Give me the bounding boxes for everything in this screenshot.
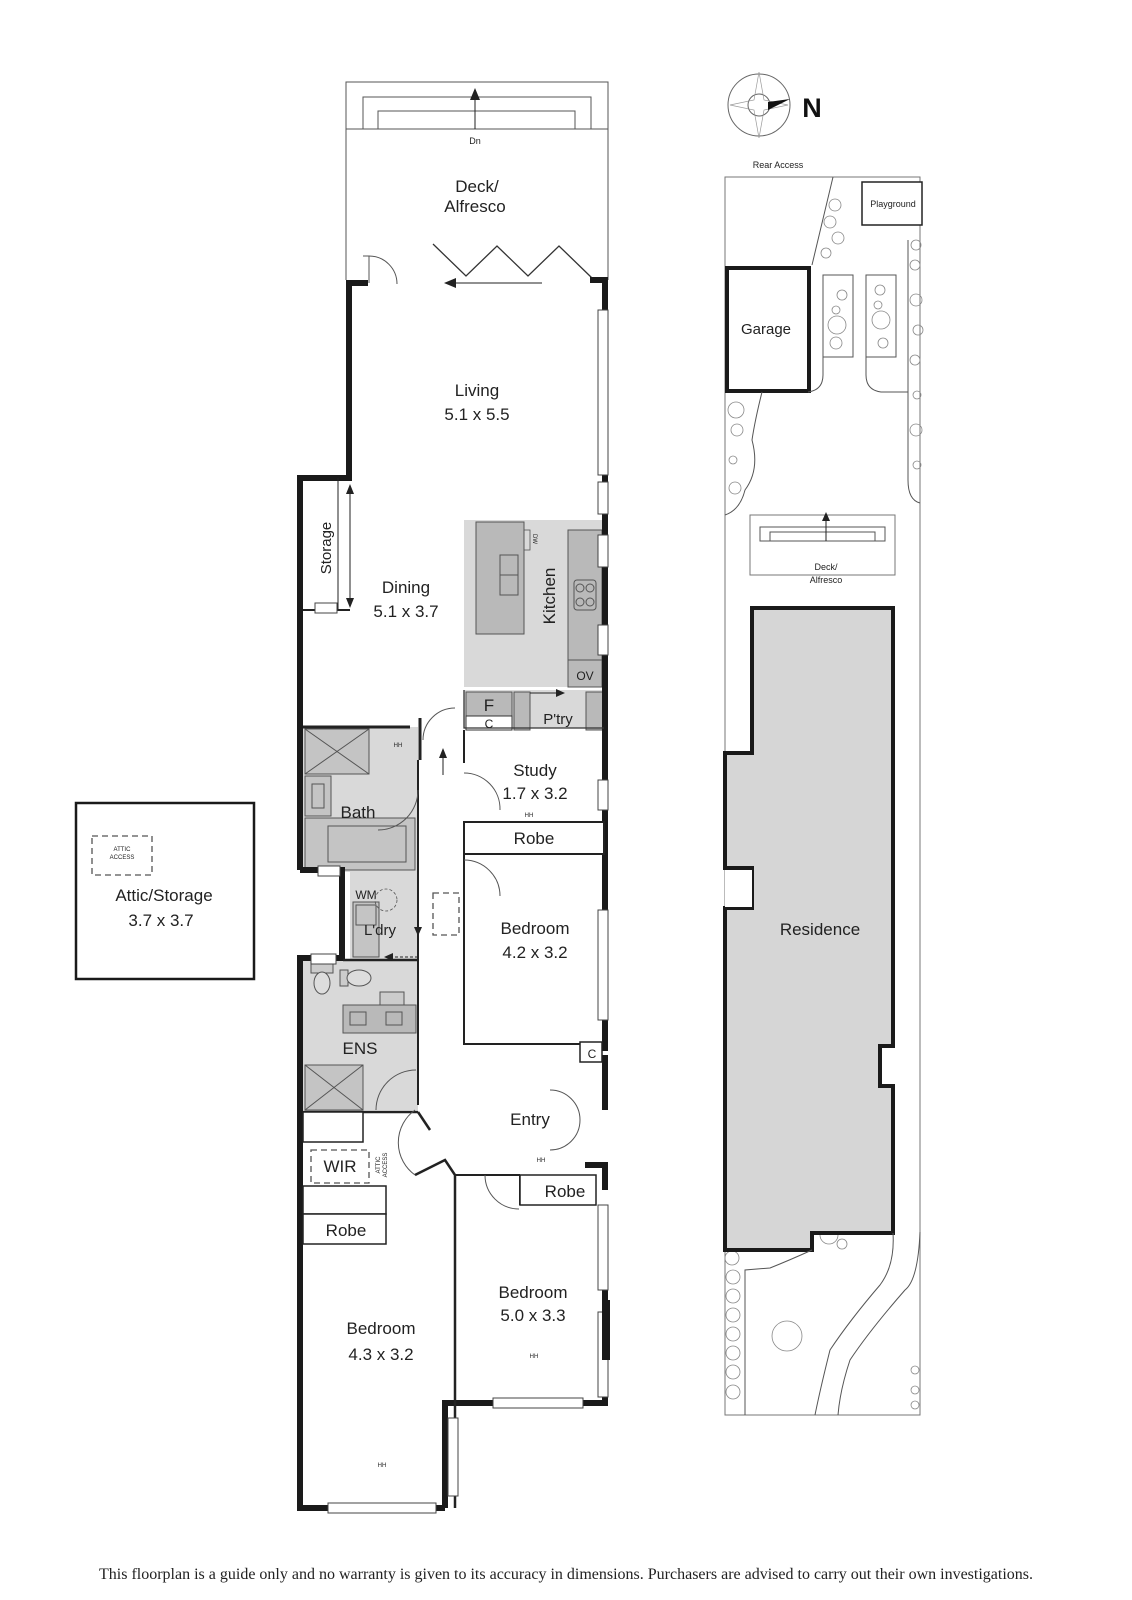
attic-storage: ATTIC ACCESS Attic/Storage 3.7 x 3.7 bbox=[74, 801, 256, 981]
bathtub bbox=[304, 817, 416, 871]
disclaimer-text: This floorplan is a guide only and no wa… bbox=[99, 1566, 1033, 1583]
attic-access-label-2: ACCESS bbox=[383, 1153, 389, 1178]
site-deck-label-1: Deck/ bbox=[814, 562, 838, 572]
heater-label: HH bbox=[394, 743, 403, 749]
washing-machine bbox=[355, 904, 377, 926]
robe-bed3 bbox=[302, 1213, 387, 1245]
room-wir-name: WIR bbox=[323, 1157, 356, 1176]
playground bbox=[861, 181, 923, 226]
attic-access-label-2: ACCESS bbox=[110, 855, 135, 861]
room-laundry-name: L'dry bbox=[364, 922, 397, 939]
compass-north-label: N bbox=[802, 93, 822, 123]
bifold-door bbox=[432, 243, 593, 279]
room-entry-name: Entry bbox=[510, 1110, 550, 1129]
attic-dims: 3.7 x 3.7 bbox=[128, 911, 193, 930]
room-storage-name: Storage bbox=[318, 522, 335, 575]
room-kitchen-name: Kitchen bbox=[540, 568, 559, 625]
slide-arrow-icon bbox=[444, 278, 456, 288]
room-bedroom2-dims: 5.0 x 3.3 bbox=[500, 1306, 565, 1325]
heater-label: HH bbox=[537, 1158, 546, 1164]
room-bedroom1-name: Bedroom bbox=[501, 919, 570, 938]
site-plan: N Rear Access Playground Garage bbox=[723, 71, 924, 1416]
attic-name: Attic/Storage bbox=[115, 886, 212, 905]
room-deck-name: Deck/ bbox=[455, 177, 499, 196]
heater-label: HH bbox=[378, 1463, 387, 1469]
robe-bed2 bbox=[519, 1174, 597, 1206]
site-deck bbox=[749, 514, 896, 576]
residence-label: Residence bbox=[780, 920, 860, 939]
room-deck-name2: Alfresco bbox=[444, 197, 505, 216]
oven-label: OV bbox=[576, 669, 593, 683]
main-floorplan: Dn Deck/ Alfresco Living 5.1 x 5.5 Stora… bbox=[297, 81, 610, 1514]
room-living-name: Living bbox=[455, 381, 499, 400]
room-robe1-name: Robe bbox=[514, 829, 555, 848]
room-living-dims: 5.1 x 5.5 bbox=[444, 405, 509, 424]
fridge-label: F bbox=[484, 696, 494, 715]
heater-label: HH bbox=[525, 813, 534, 819]
heater-label: HH bbox=[530, 1354, 539, 1360]
windows bbox=[310, 309, 609, 1514]
trees bbox=[724, 198, 924, 1410]
dishwasher-label: DW bbox=[531, 534, 537, 544]
compass-icon bbox=[727, 71, 791, 139]
washing-machine-label: WM bbox=[355, 888, 376, 902]
room-ensuite-name: ENS bbox=[343, 1039, 378, 1058]
room-robe2-name: Robe bbox=[545, 1182, 586, 1201]
stair-down-label: Dn bbox=[469, 136, 481, 146]
attic-access-hatch bbox=[310, 1149, 370, 1184]
garage-label: Garage bbox=[741, 321, 791, 338]
playground-label: Playground bbox=[870, 199, 916, 209]
room-dining-name: Dining bbox=[382, 578, 430, 597]
kitchen-bench bbox=[567, 529, 603, 688]
toilet-icon bbox=[313, 971, 331, 995]
deck-alfresco bbox=[345, 81, 609, 288]
room-bedroom3-name: Bedroom bbox=[347, 1319, 416, 1338]
interior-walls bbox=[302, 478, 605, 1508]
rear-access-label: Rear Access bbox=[753, 160, 804, 170]
attic-access-label-1: ATTIC bbox=[376, 1156, 382, 1174]
cupboard-label: C bbox=[485, 717, 494, 731]
attic-access-label-1: ATTIC bbox=[114, 847, 132, 853]
room-robe3-name: Robe bbox=[326, 1221, 367, 1240]
stair-arrow-icon bbox=[470, 88, 480, 100]
site-deck-label-2: Alfresco bbox=[810, 575, 843, 585]
attic-access-hatch bbox=[91, 835, 153, 876]
room-study-name: Study bbox=[513, 761, 557, 780]
room-dining-dims: 5.1 x 3.7 bbox=[373, 602, 438, 621]
room-bedroom3-dims: 4.3 x 3.2 bbox=[348, 1345, 413, 1364]
room-pantry-name: P'try bbox=[543, 711, 573, 728]
room-bath-name: Bath bbox=[341, 803, 376, 822]
cooktop-icon bbox=[573, 579, 597, 611]
room-study-dims: 1.7 x 3.2 bbox=[502, 784, 567, 803]
cupboard2-label: C bbox=[588, 1047, 597, 1061]
garage bbox=[725, 266, 811, 393]
room-bedroom1-dims: 4.2 x 3.2 bbox=[502, 943, 567, 962]
room-bedroom2-name: Bedroom bbox=[499, 1283, 568, 1302]
